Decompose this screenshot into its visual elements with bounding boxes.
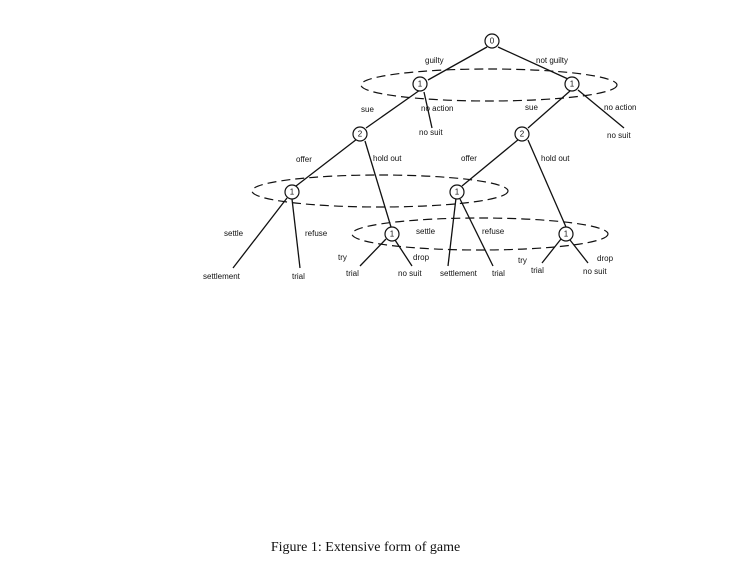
label-hold-out-right: hold out xyxy=(541,154,570,163)
edge-offer-left xyxy=(295,138,358,187)
label-drop-right: drop xyxy=(597,254,614,263)
node-label-p1-not-guilty: 1 xyxy=(570,80,575,89)
edge-drop-right xyxy=(569,239,589,264)
outcome-settlement: settlement xyxy=(203,272,241,281)
node-label-p1-offer-not-guilty: 1 xyxy=(455,188,460,197)
edge-refuse-left xyxy=(291,198,301,269)
label-no-action-right: no action xyxy=(604,103,636,112)
edge-try-left xyxy=(359,238,387,267)
node-label-p2-guilty: 2 xyxy=(358,130,363,139)
figure-caption: Figure 1: Extensive form of game xyxy=(270,540,461,555)
node-label-p1-offer-guilty: 1 xyxy=(290,188,295,197)
edge-settle-right xyxy=(447,197,457,267)
label-refuse-right: refuse xyxy=(482,227,505,236)
node-root xyxy=(484,33,500,49)
edge-drop-left xyxy=(394,239,413,267)
node-label-p1-hold-out-not-guilty: 1 xyxy=(564,230,569,239)
label-guilty: guilty xyxy=(425,56,444,65)
label-settle-right: settle xyxy=(416,227,436,236)
node-label-p1-hold-out-guilty: 1 xyxy=(390,230,395,239)
outcome-settlement: settlement xyxy=(440,269,478,278)
information-set-top xyxy=(360,68,618,102)
outcome-trial: trial xyxy=(531,266,544,275)
node-p1-hold-out-guilty xyxy=(384,226,400,242)
edge-refuse-right xyxy=(459,198,494,267)
node-p1-offer-guilty xyxy=(284,184,300,200)
edge-hold-out-right xyxy=(527,139,567,228)
label-try-right: try xyxy=(518,256,527,265)
label-drop-left: drop xyxy=(413,253,430,262)
edge-no-action-right xyxy=(577,89,625,129)
node-p1-offer-not-guilty xyxy=(449,184,465,200)
edge-sue-left xyxy=(365,89,421,129)
edge-hold-out-left xyxy=(364,140,392,228)
edge-settle-left xyxy=(232,197,288,269)
label-offer-left: offer xyxy=(296,155,312,164)
node-p1-not-guilty xyxy=(564,76,580,92)
information-set-middle xyxy=(251,174,509,208)
edge-sue-right xyxy=(527,90,571,129)
node-label-root: 0 xyxy=(490,37,495,46)
node-p2-not-guilty xyxy=(514,126,530,142)
outcome-no-suit-left: no suit xyxy=(419,128,443,137)
node-p2-guilty xyxy=(352,126,368,142)
label-sue-right: sue xyxy=(525,103,538,112)
node-label-p1-guilty: 1 xyxy=(418,80,423,89)
label-settle-left: settle xyxy=(224,229,244,238)
label-refuse-left: refuse xyxy=(305,229,328,238)
outcome-no-suit-right: no suit xyxy=(607,131,631,140)
outcome-trial: trial xyxy=(292,272,305,281)
node-p1-guilty xyxy=(412,76,428,92)
edge-not-guilty xyxy=(497,46,569,80)
information-set-bottom xyxy=(351,217,609,251)
label-sue-left: sue xyxy=(361,105,374,114)
node-p1-hold-out-not-guilty xyxy=(558,226,574,242)
node-label-p2-not-guilty: 2 xyxy=(520,130,525,139)
edge-try-right xyxy=(541,238,562,264)
outcome-no-suit: no suit xyxy=(583,267,607,276)
label-hold-out-left: hold out xyxy=(373,154,402,163)
label-no-action-left: no action xyxy=(421,104,453,113)
label-try-left: try xyxy=(338,253,347,262)
edge-no-action-left xyxy=(423,91,433,129)
outcome-trial: trial xyxy=(492,269,505,278)
edge-guilty xyxy=(427,46,488,81)
label-offer-right: offer xyxy=(461,154,477,163)
label-not-guilty: not guilty xyxy=(536,56,568,65)
edge-offer-right xyxy=(461,138,520,187)
outcome-trial: trial xyxy=(346,269,359,278)
outcome-no-suit: no suit xyxy=(398,269,422,278)
